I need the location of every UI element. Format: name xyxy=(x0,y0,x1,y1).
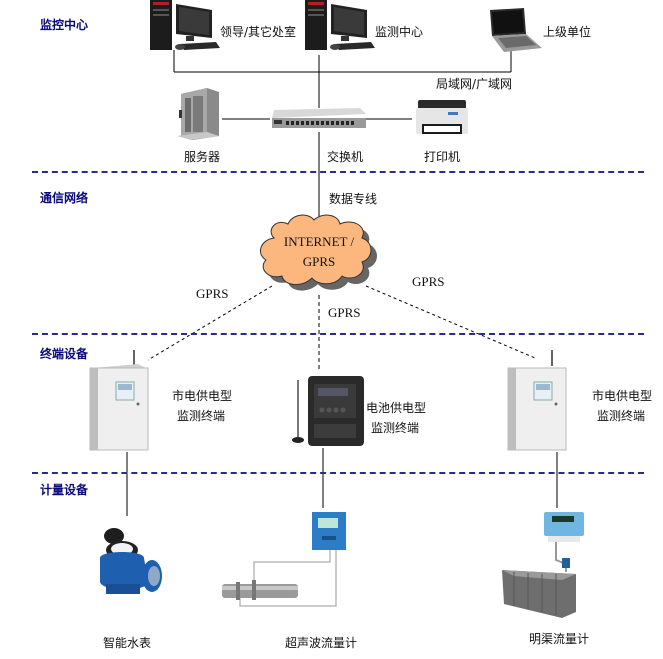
mains-terminal-cabinet-icon xyxy=(507,350,567,451)
laptop-icon xyxy=(490,8,542,52)
internet-cloud-icon xyxy=(259,214,377,291)
mains-terminal-cabinet-icon xyxy=(89,350,149,451)
ultrasonic-flowmeter-icon xyxy=(222,512,346,607)
section-title-terminal-devices: 终端设备 xyxy=(40,347,89,361)
network-switch-icon xyxy=(272,108,366,128)
printer-icon xyxy=(416,100,468,134)
section-title-comm-network: 通信网络 xyxy=(40,191,89,205)
pc1-label: 领导/其它处室 xyxy=(220,25,297,39)
open-channel-flowmeter-icon xyxy=(502,512,584,618)
terminal1-label-line2: 监测终端 xyxy=(177,409,226,423)
cloud-label-line1: INTERNET / xyxy=(283,234,355,249)
gprs-center-label: GPRS xyxy=(328,305,361,320)
gprs-right-label: GPRS xyxy=(412,274,445,289)
dedicated-line-label: 数据专线 xyxy=(329,192,378,206)
gprs-right-link xyxy=(365,285,536,359)
separator-1 xyxy=(32,171,644,173)
printer-label: 打印机 xyxy=(424,150,461,164)
terminal2-label-line1: 电池供电型 xyxy=(366,401,427,415)
terminal3-label-line2: 监测终端 xyxy=(597,409,646,423)
separator-3 xyxy=(32,472,644,474)
gprs-left-link xyxy=(147,285,273,361)
gprs-left-label: GPRS xyxy=(196,286,229,301)
section-title-metering-devices: 计量设备 xyxy=(40,483,89,497)
battery-terminal-icon xyxy=(292,376,364,446)
server-label: 服务器 xyxy=(184,150,221,164)
cloud-shape xyxy=(259,214,372,285)
meter2-label: 超声波流量计 xyxy=(285,636,358,650)
desktop-pc-icon xyxy=(150,0,220,50)
terminal3-label-line1: 市电供电型 xyxy=(592,389,653,403)
laptop-label: 上级单位 xyxy=(543,25,592,39)
switch-label: 交换机 xyxy=(327,150,364,164)
smart-water-meter-icon xyxy=(100,528,162,594)
lan-label: 局域网/广域网 xyxy=(436,77,513,91)
server-icon xyxy=(177,88,219,140)
desktop-pc-icon xyxy=(305,0,375,50)
terminal2-label-line2: 监测终端 xyxy=(371,421,420,435)
meter3-label: 明渠流量计 xyxy=(529,632,590,646)
separator-2 xyxy=(32,333,644,335)
meter1-label: 智能水表 xyxy=(103,636,152,650)
section-title-monitor-center: 监控中心 xyxy=(40,18,89,32)
terminal1-label-line1: 市电供电型 xyxy=(172,389,233,403)
pc2-label: 监测中心 xyxy=(375,25,424,39)
cloud-label-line2: GPRS xyxy=(302,254,336,269)
